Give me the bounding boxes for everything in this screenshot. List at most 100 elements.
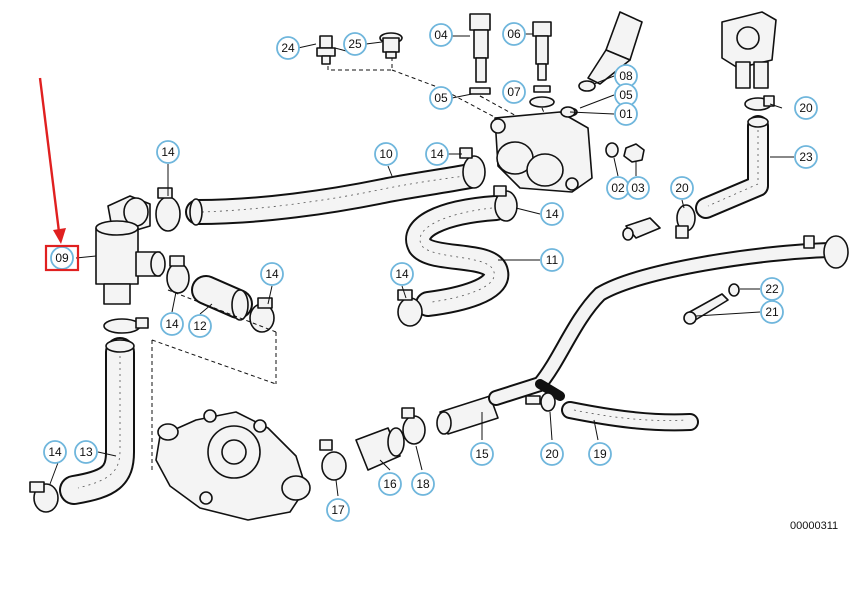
- callout-05-left[interactable]: 05: [429, 86, 453, 110]
- callout-14-a[interactable]: 14: [156, 140, 180, 164]
- svg-text:12: 12: [193, 319, 207, 333]
- t-fitting-09: [95, 195, 166, 305]
- callout-17[interactable]: 17: [326, 498, 350, 522]
- nut-02-03: [605, 142, 645, 163]
- hose-13: [59, 337, 135, 505]
- clamp-14-13: [29, 481, 59, 513]
- hose-10: [185, 163, 483, 226]
- callout-20-right[interactable]: 20: [670, 176, 694, 200]
- callout-20-bottom[interactable]: 20: [540, 442, 564, 466]
- svg-text:14: 14: [395, 267, 409, 281]
- clamp-20-top: [744, 95, 775, 111]
- svg-text:04: 04: [434, 28, 448, 42]
- clamp-20-right: [675, 204, 696, 239]
- svg-text:03: 03: [631, 181, 645, 195]
- hose-19: [561, 401, 699, 432]
- svg-text:15: 15: [475, 447, 489, 461]
- hose-12: [191, 275, 253, 321]
- svg-text:14: 14: [48, 445, 62, 459]
- svg-text:09: 09: [55, 251, 69, 265]
- plug-25: [379, 32, 403, 59]
- svg-text:06: 06: [507, 27, 521, 41]
- long-pipe: [488, 235, 849, 406]
- svg-text:20: 20: [545, 447, 559, 461]
- callout-14-g[interactable]: 14: [43, 440, 67, 464]
- callout-21[interactable]: 21: [760, 300, 784, 324]
- callout-02[interactable]: 02: [606, 176, 630, 200]
- svg-text:17: 17: [331, 503, 345, 517]
- bolt-21-22: [683, 283, 740, 325]
- callout-14-e[interactable]: 14: [260, 262, 284, 286]
- hose-11: [405, 195, 510, 317]
- clamp-14-hose10-right: [459, 147, 486, 189]
- svg-text:21: 21: [765, 305, 779, 319]
- clamp-17: [319, 439, 347, 481]
- highlight-arrowhead: [53, 228, 66, 244]
- callout-01[interactable]: 01: [614, 102, 638, 126]
- clamp-14-09-right: [166, 255, 190, 294]
- callout-18[interactable]: 18: [411, 472, 435, 496]
- clamp-14-12: [249, 297, 275, 333]
- highlight-arrow: [38, 77, 61, 233]
- sleeve-16: [355, 427, 405, 471]
- callout-14-b[interactable]: 14: [425, 142, 449, 166]
- svg-text:14: 14: [545, 207, 559, 221]
- pipe-15: [436, 395, 499, 435]
- callout-20-top[interactable]: 20: [794, 96, 818, 120]
- callout-04[interactable]: 04: [429, 23, 453, 47]
- callout-09[interactable]: 09: [50, 246, 74, 270]
- svg-text:20: 20: [675, 181, 689, 195]
- callout-14-f[interactable]: 14: [390, 262, 414, 286]
- svg-text:23: 23: [799, 150, 813, 164]
- clamp-20-bottom: [525, 392, 556, 412]
- sensor-bolt-right: [622, 217, 661, 241]
- callout-19[interactable]: 19: [588, 442, 612, 466]
- callout-24[interactable]: 24: [276, 36, 300, 60]
- svg-text:13: 13: [79, 445, 93, 459]
- highlight-box-09: [44, 244, 80, 272]
- callout-16[interactable]: 16: [378, 472, 402, 496]
- clamp-14-09-bottom: [103, 317, 149, 334]
- callout-12[interactable]: 12: [188, 314, 212, 338]
- svg-text:11: 11: [546, 253, 559, 267]
- svg-text:19: 19: [593, 447, 607, 461]
- svg-text:02: 02: [611, 181, 625, 195]
- callout-14-c[interactable]: 14: [540, 202, 564, 226]
- callout-07[interactable]: 07: [502, 80, 526, 104]
- svg-text:07: 07: [507, 85, 521, 99]
- callout-14-d[interactable]: 14: [160, 312, 184, 336]
- callout-13[interactable]: 13: [74, 440, 98, 464]
- svg-text:16: 16: [383, 477, 397, 491]
- callout-25[interactable]: 25: [343, 32, 367, 56]
- callout-11[interactable]: 11: [540, 248, 564, 272]
- sensor-24: [316, 35, 351, 65]
- clamp-18: [401, 407, 426, 445]
- callout-06[interactable]: 06: [502, 22, 526, 46]
- water-pump: [155, 409, 311, 521]
- callout-10[interactable]: 10: [374, 142, 398, 166]
- svg-text:18: 18: [416, 477, 430, 491]
- callout-22[interactable]: 22: [760, 277, 784, 301]
- callout-23[interactable]: 23: [794, 145, 818, 169]
- callout-03[interactable]: 03: [626, 176, 650, 200]
- sensor-06: [532, 21, 552, 93]
- svg-text:08: 08: [619, 69, 633, 83]
- sensor-04: [469, 13, 491, 95]
- svg-text:10: 10: [379, 147, 393, 161]
- svg-text:24: 24: [281, 41, 295, 55]
- callout-15[interactable]: 15: [470, 442, 494, 466]
- sensor-08: [578, 11, 643, 92]
- svg-text:20: 20: [799, 101, 813, 115]
- flange-right: [721, 11, 777, 89]
- svg-text:14: 14: [161, 145, 175, 159]
- svg-text:05: 05: [434, 91, 448, 105]
- hose-23: [695, 115, 769, 219]
- svg-text:25: 25: [348, 37, 362, 51]
- svg-text:14: 14: [165, 317, 179, 331]
- thermostat-housing: [490, 106, 593, 193]
- clamp-14-hose11-top: [493, 185, 518, 222]
- svg-text:05: 05: [619, 88, 633, 102]
- svg-text:01: 01: [619, 107, 633, 121]
- svg-text:14: 14: [430, 147, 444, 161]
